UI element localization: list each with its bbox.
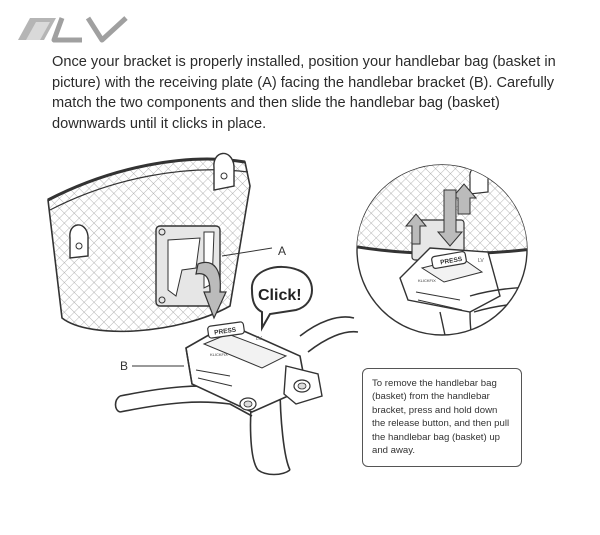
detail-marking: LV: [478, 258, 484, 264]
label-a: A: [278, 244, 286, 258]
detail-press-button-label: PRESS: [440, 256, 464, 267]
label-a-leader: [221, 247, 273, 257]
release-up-arrow: [450, 183, 478, 215]
slide-down-arrow: [195, 261, 227, 320]
detail-view: PRESS KLICKFIX LV: [356, 164, 528, 336]
detail-brand-label: KLICKFIX: [418, 278, 436, 283]
bracket-marking: LV: [256, 336, 262, 342]
press-down-arrow: [436, 189, 464, 247]
bracket-brand-label: KLICKFIX: [210, 352, 228, 357]
pull-up-arrow: [404, 213, 428, 245]
label-b: B: [120, 359, 128, 373]
mounting-illustration: A Click! PRESS KLICKFIX LV B: [47, 152, 528, 476]
removal-instructions-callout: To remove the handlebar bag (basket) fro…: [362, 368, 522, 467]
click-label: Click!: [258, 287, 302, 304]
instruction-paragraph: Once your bracket is properly installed,…: [52, 54, 556, 132]
handlebar-bracket: PRESS KLICKFIX LV: [185, 321, 323, 413]
brand-logo-icon: [18, 16, 128, 43]
removal-instructions-text: To remove the handlebar bag (basket) fro…: [372, 378, 510, 457]
click-bubble: Click!: [250, 265, 313, 332]
press-button-label: PRESS: [214, 327, 237, 337]
